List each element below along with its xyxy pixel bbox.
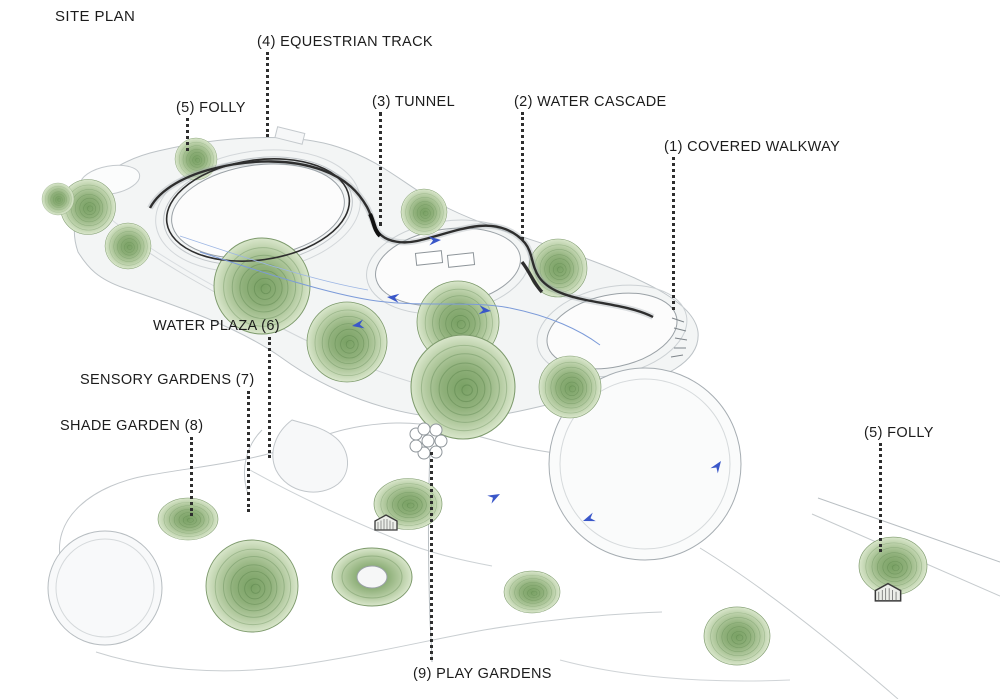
garden-mound <box>703 606 771 666</box>
page-title: SITE PLAN <box>55 8 136 25</box>
garden-mound <box>157 497 219 541</box>
stair-ticks <box>670 317 688 358</box>
road-line <box>699 547 899 699</box>
structures <box>331 422 902 607</box>
garden-mound <box>306 301 388 383</box>
flower-plaza <box>409 422 448 460</box>
flow-arrow-icon <box>487 490 503 504</box>
plaza-circle-outline <box>47 530 163 646</box>
track-ring <box>165 158 351 262</box>
water-cascade-mark <box>520 260 544 294</box>
ring-garden <box>331 547 413 607</box>
water-line <box>199 251 601 346</box>
covered-walkway-path <box>147 158 655 346</box>
garden-mound <box>503 570 561 614</box>
pavilion-rect <box>414 250 444 266</box>
road-line <box>817 497 1000 563</box>
pavilion-rect <box>446 252 476 268</box>
central-pond <box>366 219 530 315</box>
tunnel-mark <box>368 213 382 238</box>
garden-mound <box>400 188 448 236</box>
garden-mound <box>104 222 152 270</box>
grand-lawn-circle <box>548 367 742 561</box>
water-line <box>179 235 369 291</box>
garden-mound <box>205 539 299 633</box>
ponds <box>155 149 742 561</box>
garden-mound <box>538 355 602 419</box>
garden-mound <box>41 182 75 216</box>
